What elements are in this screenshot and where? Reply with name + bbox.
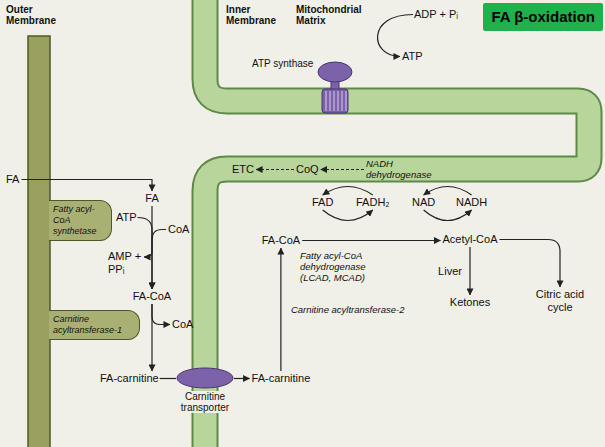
flow-arrow xyxy=(321,169,364,170)
node-text: ADP + Pᵢ xyxy=(414,8,458,21)
node-text: ETC xyxy=(232,163,254,176)
flow-arrow xyxy=(323,187,373,196)
metabolite: CoA xyxy=(168,223,189,236)
node-text: ATP xyxy=(116,211,137,224)
pathway-label: Citric acid cycle xyxy=(528,288,592,314)
flow-arrow xyxy=(280,248,281,371)
metabolite: FA-carnitine xyxy=(252,372,311,385)
node-text: FAD xyxy=(312,196,333,209)
node-text: FA xyxy=(6,173,19,186)
transporter-ellipse xyxy=(177,368,233,388)
node-text: CoQ xyxy=(296,163,319,176)
metabolite: Ketones xyxy=(450,296,490,309)
metabolite: FA-carnitine xyxy=(100,372,159,385)
enzyme-label: NADH dehydrogenase xyxy=(366,158,440,180)
node-text: Carnitine transporter xyxy=(176,391,234,413)
transporter-shape xyxy=(176,367,234,389)
flow-arrow xyxy=(424,187,472,196)
flow-arrow xyxy=(424,210,472,221)
metabolite: FA xyxy=(6,173,19,186)
flow-arrow xyxy=(160,378,176,379)
transporter-node: Carnitine transporter xyxy=(176,367,234,413)
flow-arrow xyxy=(234,378,250,379)
node-text: FA-carnitine xyxy=(252,372,311,385)
flow-arrow xyxy=(152,304,170,325)
title-box: FA β-oxidation xyxy=(483,3,603,31)
node-text: FADH₂ xyxy=(356,196,390,209)
node-text: Citric acid cycle xyxy=(528,288,592,314)
chain-label: ETC xyxy=(232,163,254,176)
node-text: NADH dehydrogenase xyxy=(366,158,440,180)
node-text: CoA xyxy=(172,318,193,331)
metabolite: FAD xyxy=(312,196,333,209)
edge-label: Carnitine acyltransferase-2 xyxy=(289,304,407,315)
node-text: FA-carnitine xyxy=(100,372,159,385)
title-text: FA β-oxidation xyxy=(491,8,595,26)
metabolite: FA-CoA xyxy=(262,234,301,247)
flow-arrow xyxy=(22,180,153,192)
node-text: CoA xyxy=(168,223,189,236)
node-text: ATP synthase xyxy=(252,58,313,69)
inner-membrane-edge xyxy=(205,0,589,447)
node-text: FA xyxy=(145,192,158,205)
metabolite: AMP + PPᵢ xyxy=(108,250,142,276)
metabolite: NADH xyxy=(456,196,487,209)
enzyme-label: Fatty acyl-CoA dehydrogenase (LCAD, MCAD… xyxy=(300,250,382,283)
outer-membrane-band xyxy=(28,36,50,447)
inner-membrane-band xyxy=(205,0,589,447)
metabolite: FA xyxy=(145,192,158,205)
protein-label: ATP synthase xyxy=(252,58,313,69)
atp-synthase-symbol xyxy=(318,62,352,113)
node-text: Acetyl-CoA xyxy=(443,233,498,246)
metabolite: Acetyl-CoA xyxy=(443,233,498,246)
flow-arrow xyxy=(151,304,152,371)
flow-arrow xyxy=(256,169,294,170)
region-heading: Mitochondrial Matrix xyxy=(296,4,376,26)
region-heading: Outer Membrane xyxy=(6,4,66,26)
metabolite: FADH₂ xyxy=(356,196,390,209)
metabolite: CoA xyxy=(172,318,193,331)
node-text: FA-CoA xyxy=(133,290,172,303)
metabolite: FA-CoA xyxy=(133,290,172,303)
node-text: ATP xyxy=(402,50,423,63)
metabolite: ADP + Pᵢ xyxy=(414,8,458,21)
chain-label: CoQ xyxy=(296,163,319,176)
node-text: NADH xyxy=(456,196,487,209)
enzyme-label: Carnitine acyltransferase-1 xyxy=(49,310,140,340)
node-text: FA-CoA xyxy=(262,234,301,247)
region-heading: Inner Membrane xyxy=(226,4,286,26)
flow-arrow xyxy=(152,230,166,290)
enzyme-label: Fatty acyl-CoA synthetase xyxy=(49,200,112,241)
metabolite: ATP xyxy=(116,211,137,224)
node-text: Ketones xyxy=(450,296,490,309)
edge-label: Liver xyxy=(436,265,464,278)
flow-arrow xyxy=(500,240,561,288)
flow-arrow xyxy=(469,247,470,295)
flow-arrow xyxy=(302,240,440,241)
node-text: AMP + PPᵢ xyxy=(108,250,142,276)
metabolite: ATP xyxy=(402,50,423,63)
metabolite: NAD xyxy=(412,196,435,209)
node-text: NAD xyxy=(412,196,435,209)
flow-arrow xyxy=(323,210,373,221)
